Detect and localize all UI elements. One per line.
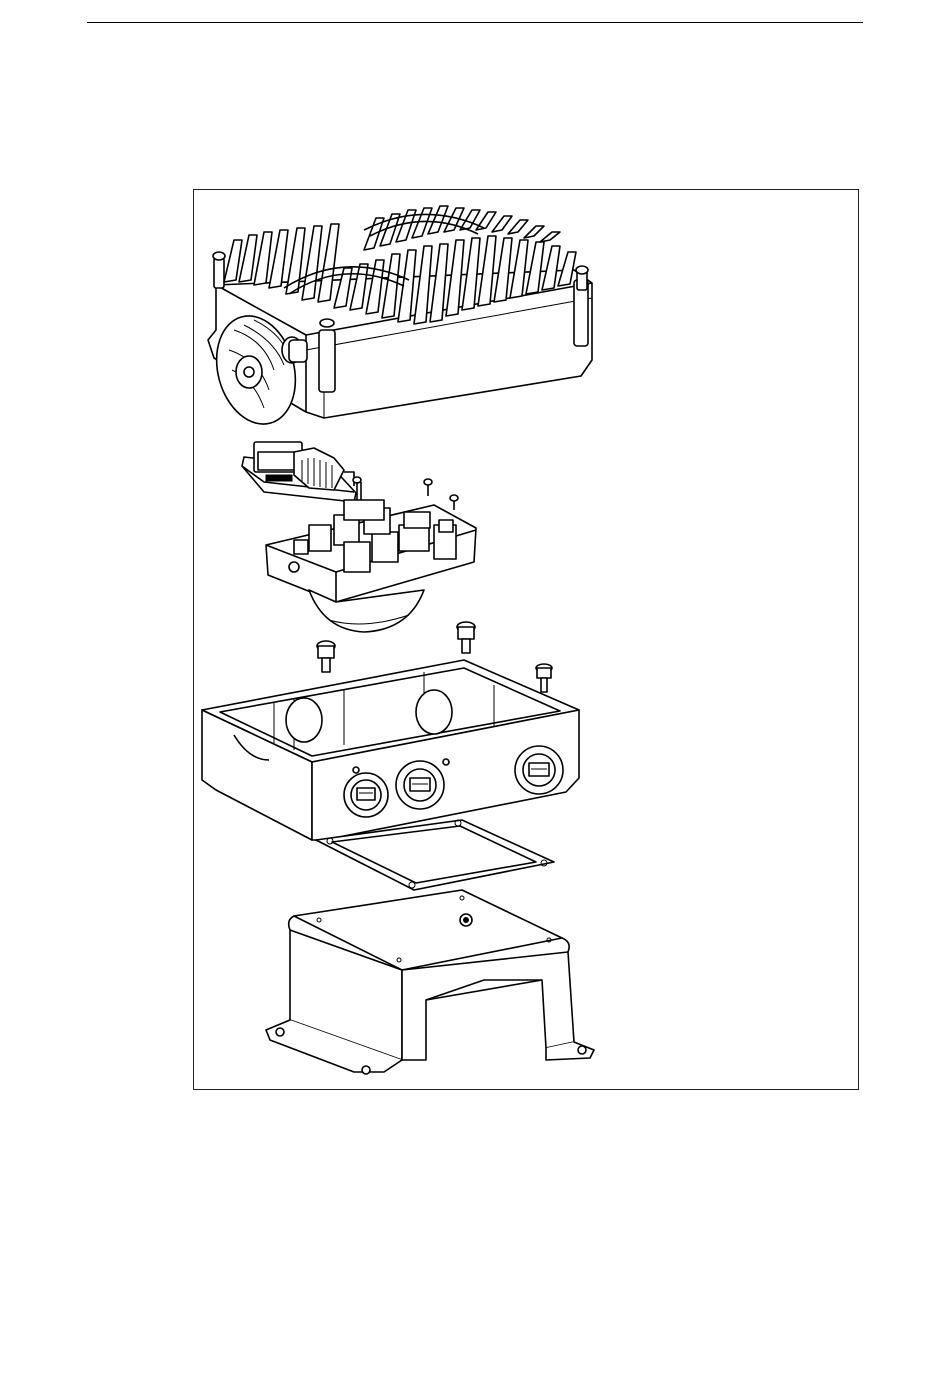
cable-gland-3 (515, 746, 563, 794)
io-circuit-board (242, 442, 356, 502)
exploded-view-drawing (194, 190, 860, 1091)
heat-sink-lid (205, 206, 592, 433)
terminal-housing (202, 660, 579, 840)
cable-gland-1 (344, 773, 388, 817)
exploded-assembly-figure (193, 189, 859, 1090)
electronics-module (266, 500, 476, 632)
mounting-adapter-plate (266, 890, 594, 1074)
header-rule (87, 22, 863, 23)
cable-gland-2 (396, 761, 444, 809)
